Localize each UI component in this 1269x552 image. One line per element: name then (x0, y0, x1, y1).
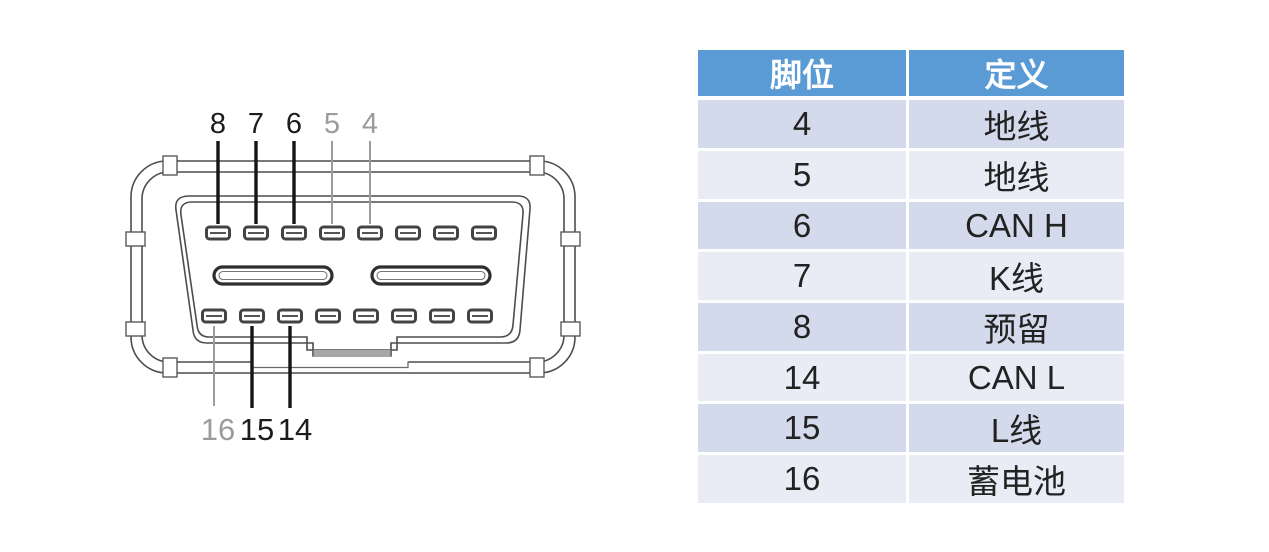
pin (471, 225, 497, 241)
shell-tab (560, 231, 581, 247)
pin-label-4: 4 (362, 108, 378, 140)
connector-shell-inner (141, 171, 565, 363)
pin-definition-table: 脚位 定义 4 地线 5 地线 6 CAN H 7 (698, 50, 1124, 506)
pin (281, 225, 307, 241)
pin-label-6: 6 (286, 108, 302, 140)
shell-tab (529, 357, 545, 378)
shell-recess-eraser (252, 359, 408, 365)
shell-tab (560, 321, 581, 337)
pin (391, 308, 417, 324)
table-cell-pin: 6 (698, 202, 909, 252)
pin (433, 225, 459, 241)
pin-label-8: 8 (210, 108, 226, 140)
pin (201, 308, 227, 324)
table-row: 5 地线 (698, 151, 1124, 202)
pin (205, 225, 231, 241)
pin (315, 308, 341, 324)
table-cell-pin: 15 (698, 404, 909, 455)
table-cell-definition: 蓄电池 (909, 455, 1124, 506)
table-cell-definition: CAN L (909, 354, 1124, 404)
right-slot (370, 265, 492, 286)
table-header-pin: 脚位 (698, 50, 909, 100)
table-header-row: 脚位 定义 (698, 50, 1124, 100)
table-row: 16 蓄电池 (698, 455, 1124, 506)
shell-tab (162, 357, 178, 378)
table-cell-definition: 地线 (909, 151, 1124, 202)
obd-connector-diagram: 8 7 6 5 4 16 15 14 (125, 108, 581, 447)
pin-label-16: 16 (201, 412, 235, 447)
shell-tab (162, 155, 178, 176)
table-header-definition: 定义 (909, 50, 1124, 100)
pin (277, 308, 303, 324)
table-cell-pin: 7 (698, 252, 909, 303)
table-cell-pin: 8 (698, 303, 909, 354)
shell-tab (125, 231, 146, 247)
table-cell-definition: CAN H (909, 202, 1124, 252)
pin (243, 225, 269, 241)
pin (395, 225, 421, 241)
pin (429, 308, 455, 324)
pin (467, 308, 493, 324)
connector-shell-outer (130, 160, 576, 374)
table-row: 7 K线 (698, 252, 1124, 303)
table-cell-pin: 5 (698, 151, 909, 202)
table-cell-definition: 地线 (909, 100, 1124, 151)
table-row: 4 地线 (698, 100, 1124, 151)
table-cell-pin: 14 (698, 354, 909, 404)
table-cell-pin: 4 (698, 100, 909, 151)
pin-label-5: 5 (324, 108, 340, 140)
pin (239, 308, 265, 324)
table-row: 8 预留 (698, 303, 1124, 354)
shell-tab (125, 321, 146, 337)
table-row: 6 CAN H (698, 202, 1124, 252)
socket-outline-inner (179, 201, 524, 351)
pin-label-15: 15 (240, 412, 274, 447)
key-tab-bar (313, 350, 391, 357)
pin-label-7: 7 (248, 108, 264, 140)
pin-label-14: 14 (278, 412, 312, 447)
socket-outline-outer (174, 195, 531, 357)
table-cell-definition: K线 (909, 252, 1124, 303)
table-cell-pin: 16 (698, 455, 909, 506)
pin (319, 225, 345, 241)
table-cell-definition: L线 (909, 404, 1124, 455)
table-cell-definition: 预留 (909, 303, 1124, 354)
table-row: 14 CAN L (698, 354, 1124, 404)
left-slot (212, 265, 334, 286)
pin (357, 225, 383, 241)
table-row: 15 L线 (698, 404, 1124, 455)
pin (353, 308, 379, 324)
shell-tab (529, 155, 545, 176)
